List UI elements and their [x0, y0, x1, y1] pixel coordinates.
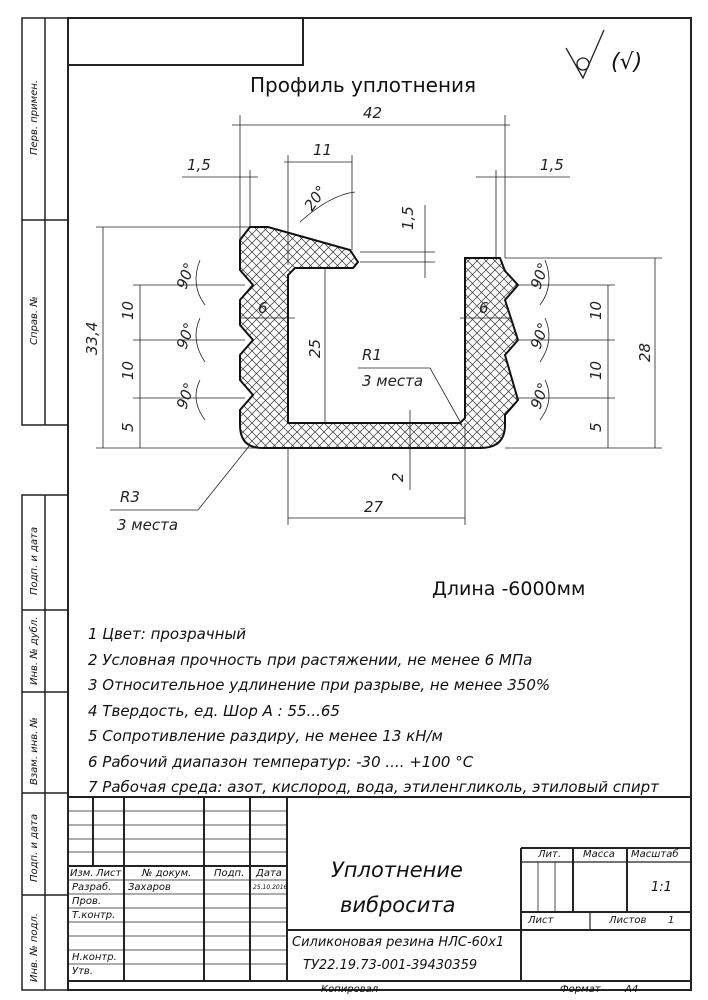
side-label-podp-data-2: Подп. и дата	[29, 813, 40, 882]
dim-10-right-2: 10	[587, 361, 605, 380]
dim-2: 2	[389, 472, 407, 482]
drawing-title: Профиль уплотнения	[250, 73, 477, 97]
tb-kopiroval: Копировал	[321, 984, 379, 995]
note-item: 4 Твердость, ед. Шор А : 55...65	[88, 701, 340, 720]
note-item: 3 Относительное удлинение при разрыве, н…	[88, 676, 551, 694]
radius-r3: R3	[120, 488, 140, 506]
roughness-mark: (√)	[611, 50, 643, 75]
side-label-vzam-inv: Взам. инв. №	[29, 717, 40, 785]
tb-utv: Утв.	[72, 966, 93, 977]
radius-r1-note: 3 места	[362, 372, 423, 390]
tb-izm: Изм.	[70, 868, 94, 879]
tb-razrab: Разраб.	[72, 882, 112, 893]
angle-90-right-1: 90°	[527, 260, 553, 291]
tb-scale: 1:1	[651, 880, 672, 895]
side-label-inv-podl: Инв. № подл.	[29, 913, 40, 982]
dim-1-5-vert: 1,5	[399, 206, 417, 230]
tb-listov: Листов	[609, 915, 647, 926]
dim-20-deg: 20°	[301, 182, 331, 214]
dim-10-left-2: 10	[119, 361, 137, 380]
angle-90-left-3: 90°	[173, 380, 199, 411]
roughness-symbol	[565, 29, 605, 80]
radius-r1: R1	[362, 346, 382, 364]
tb-podp: Подп.	[214, 868, 245, 879]
side-label-perv-primen: Перв. примен.	[29, 79, 40, 155]
tb-list-label: Лист	[528, 915, 554, 926]
radius-r3-note: 3 места	[117, 516, 178, 534]
dimension-lines	[96, 115, 662, 525]
dimension-labels: 42 11 1,5 1,5 20° 1,5 33,4 10 10 5 25 6 …	[83, 104, 654, 534]
tb-doc-num: № докум.	[142, 868, 192, 879]
tb-massa: Масса	[583, 849, 615, 860]
tb-material-line1: Силиконовая резина НЛС-60х1	[292, 935, 505, 950]
note-item: 1 Цвет: прозрачный	[88, 625, 247, 643]
tb-prov: Пров.	[72, 896, 102, 907]
tb-nkontr: Н.контр.	[72, 952, 117, 963]
tb-razrab-date: 25.10.2016	[253, 884, 288, 891]
length-note: Длина -6000мм	[432, 578, 586, 600]
side-label-inv-dubl: Инв. № дубл.	[29, 616, 40, 685]
dim-11: 11	[313, 141, 332, 159]
side-label-sprav: Справ. №	[29, 296, 40, 345]
tb-format-value: А4	[625, 984, 639, 995]
dim-10-right-1: 10	[587, 301, 605, 320]
tb-format: Формат	[560, 984, 601, 995]
tb-name-line2: вибросита	[340, 893, 456, 917]
note-item: 7 Рабочая среда: азот, кислород, вода, э…	[88, 778, 659, 796]
technical-notes: 1 Цвет: прозрачный 2 Условная прочность …	[88, 622, 659, 801]
tb-masshtab: Масштаб	[631, 849, 679, 860]
angle-90-left-1: 90°	[173, 260, 199, 291]
tb-name-line1: Уплотнение	[331, 858, 463, 882]
title-block-grid	[68, 796, 691, 982]
dim-28: 28	[636, 343, 654, 362]
tb-listov-value: 1	[668, 915, 675, 926]
tb-material-line2: ТУ22.19.73-001-39430359	[303, 958, 478, 973]
tb-data: Дата	[256, 868, 282, 879]
angle-90-left-2: 90°	[173, 320, 199, 351]
dim-25: 25	[306, 339, 324, 358]
dim-6-left: 6	[258, 299, 268, 317]
dim-33-4: 33,4	[83, 322, 101, 355]
angle-90-right-2: 90°	[527, 320, 553, 351]
angle-90-right-3: 90°	[527, 380, 553, 411]
dim-1-5-right: 1,5	[540, 156, 564, 174]
dim-6-right: 6	[479, 299, 489, 317]
dim-10-left-1: 10	[119, 301, 137, 320]
dim-1-5-left: 1,5	[187, 156, 211, 174]
dim-27: 27	[364, 498, 384, 516]
side-label-podp-data-1: Подп. и дата	[29, 526, 40, 595]
tb-tkontr: Т.контр.	[72, 910, 116, 921]
seal-profile-section	[239, 226, 520, 449]
tb-razrab-name: Захаров	[128, 882, 171, 893]
note-item: 6 Рабочий диапазон температур: -30 .... …	[88, 752, 474, 771]
dim-5-left: 5	[119, 422, 137, 432]
note-item: 5 Сопротивление раздиру, не менее 13 кН/…	[88, 727, 443, 745]
note-item: 2 Условная прочность при растяжении, не …	[88, 650, 533, 669]
dim-42: 42	[363, 104, 382, 122]
tb-lit: Лит.	[538, 849, 562, 860]
tb-list: Лист	[96, 868, 122, 879]
dim-5-right: 5	[587, 422, 605, 432]
sheet-frame	[21, 17, 692, 991]
